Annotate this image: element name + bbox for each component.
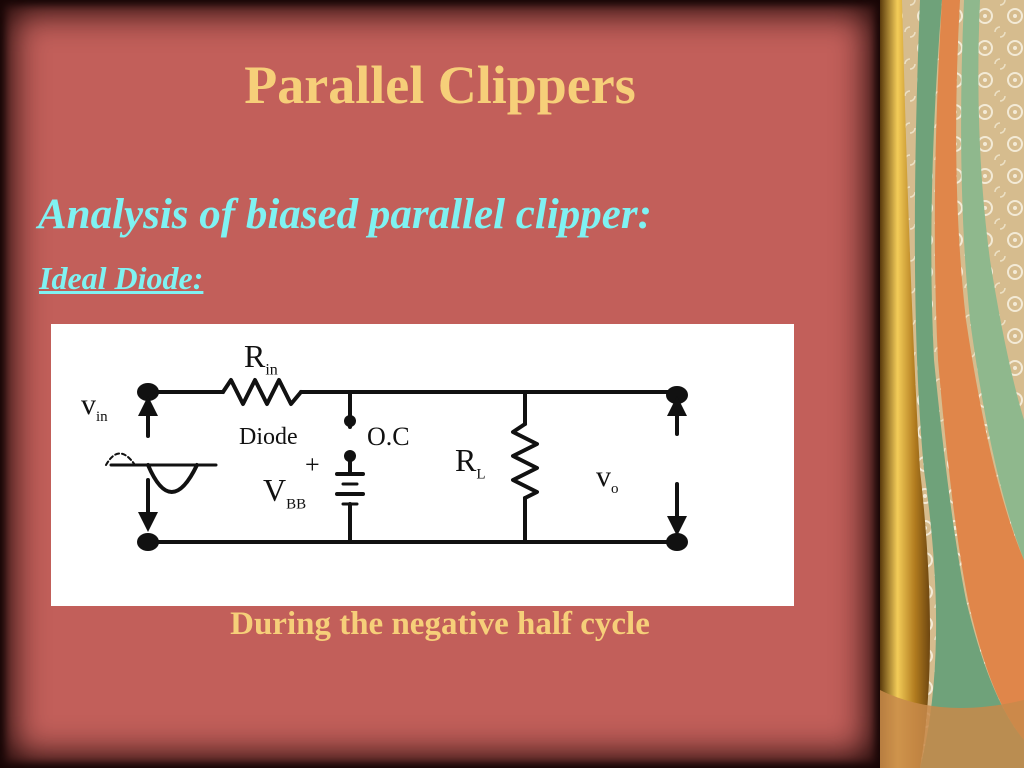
label-rin: Rin: [244, 340, 278, 378]
label-rl-main: R: [455, 442, 477, 478]
label-rl: RL: [455, 444, 486, 482]
slide-panel: Parallel Clippers Analysis of biased par…: [0, 0, 880, 768]
label-vo: vo: [596, 462, 619, 497]
circuit-schematic: [105, 378, 688, 551]
terminal-top-left: [137, 383, 159, 401]
label-vbb: VBB: [263, 474, 306, 512]
slide-caption: During the negative half cycle: [230, 606, 650, 642]
circuit-diagram: Rin vin Diode O.C + VBB RL vo: [51, 324, 794, 606]
oc-node-top: [344, 415, 356, 427]
label-rin-main: R: [244, 338, 266, 374]
drape-bottom: [880, 690, 1024, 768]
resistor-rin: [221, 378, 303, 406]
label-vin: vin: [81, 390, 108, 425]
label-rl-sub: L: [476, 466, 486, 483]
vo-arrow-down-head: [667, 516, 687, 536]
waveform-positive-half: [105, 452, 136, 466]
waveform-negative-half: [146, 463, 199, 494]
orange-drape: [934, 0, 1024, 740]
section-heading: Ideal Diode:: [39, 260, 204, 296]
vin-arrow-up-head: [138, 396, 158, 416]
label-vo-sub: o: [611, 481, 619, 497]
slide-title: Parallel Clippers: [244, 55, 636, 115]
label-rin-sub: in: [265, 361, 278, 379]
label-oc: O.C: [367, 422, 410, 451]
terminal-bottom-left: [137, 533, 159, 551]
slide-subtitle: Analysis of biased parallel clipper:: [38, 191, 652, 238]
green-drape-right: [961, 0, 1024, 560]
label-vin-sub: in: [96, 409, 108, 425]
label-vin-main: v: [81, 388, 96, 421]
terminal-bottom-right: [666, 533, 688, 551]
terminal-top-right: [666, 386, 688, 404]
label-vo-main: v: [596, 460, 611, 493]
resistor-rl: [511, 422, 539, 500]
vin-arrow-down-head: [138, 512, 158, 532]
label-vbb-sub: BB: [286, 496, 307, 513]
green-drape-left: [914, 0, 1024, 768]
label-plus: +: [305, 450, 320, 479]
gold-border: [880, 0, 930, 768]
label-vbb-main: V: [263, 472, 287, 508]
decorative-drapery: [880, 0, 1024, 768]
decorative-side-strip: [880, 0, 1024, 768]
oc-node-bottom: [344, 450, 356, 462]
label-diode: Diode: [239, 424, 298, 450]
vo-arrow-up-head: [667, 396, 687, 416]
